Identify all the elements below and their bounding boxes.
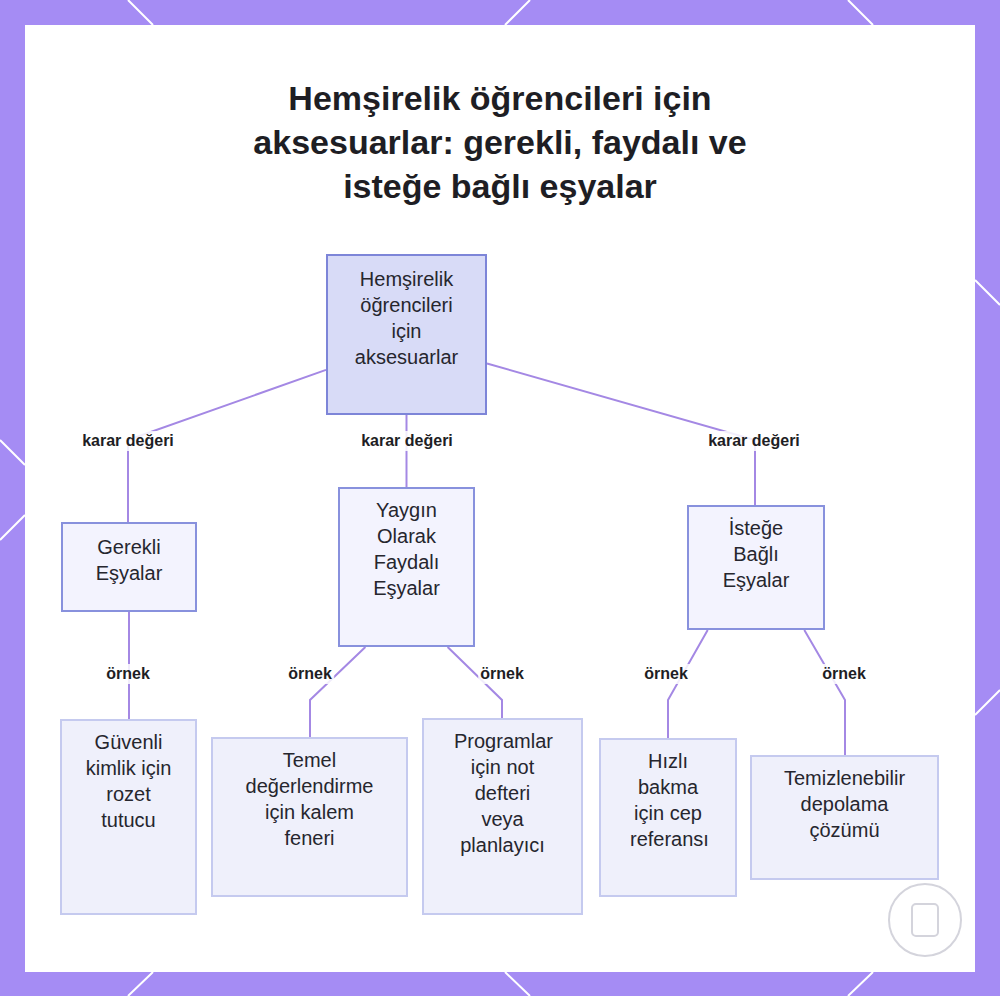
node-label: Hızlı bakma için cep referansı <box>630 748 706 852</box>
connector-line <box>668 630 708 738</box>
icon-ring <box>889 884 961 956</box>
decor-line <box>128 972 873 996</box>
node-label: Yaygın Olarak Faydalı Eşyalar <box>360 497 453 601</box>
connector-line <box>406 415 408 487</box>
edge-label: örnek <box>104 664 152 684</box>
example-box: Temizlenebilir depolama çözümü <box>750 755 939 880</box>
content-area <box>25 25 975 972</box>
corner-icon <box>889 884 961 956</box>
category-box: Gerekli Eşyalar <box>61 522 197 612</box>
node-label: Temizlenebilir depolama çözümü <box>782 765 907 843</box>
category-box: İsteğe Bağlı Eşyalar <box>687 505 825 630</box>
edge-label: karar değeri <box>706 431 802 451</box>
example-box: Temel değerlendirme için kalem feneri <box>211 737 408 897</box>
connector-line <box>804 630 845 755</box>
icon-body <box>912 904 938 936</box>
example-box: Güvenli kimlik için rozet tutucu <box>60 719 197 915</box>
example-box: Hızlı bakma için cep referansı <box>599 738 737 897</box>
node-label: Güvenli kimlik için rozet tutucu <box>80 729 177 833</box>
node-label: Temel değerlendirme için kalem feneri <box>241 747 378 851</box>
edge-label: örnek <box>478 664 526 684</box>
edge-label: örnek <box>820 664 868 684</box>
decor-line <box>128 0 873 25</box>
decor-line <box>0 280 1000 715</box>
root-box: Hemşirelik öğrencileri için aksesuarlar <box>326 254 487 415</box>
edge-label: karar değeri <box>359 431 455 451</box>
connector-line <box>310 647 365 737</box>
diagram-title: Hemşirelik öğrencileri için aksesuarlar:… <box>220 76 780 208</box>
node-label: Hemşirelik öğrencileri için aksesuarlar <box>350 266 463 370</box>
edge-label: karar değeri <box>80 431 176 451</box>
edge-label: örnek <box>642 664 690 684</box>
node-label: Programlar için not defteri veya planlay… <box>454 728 551 858</box>
example-box: Programlar için not defteri veya planlay… <box>422 718 583 915</box>
node-label: İsteğe Bağlı Eşyalar <box>714 515 798 593</box>
edge-label: örnek <box>286 664 334 684</box>
category-box: Yaygın Olarak Faydalı Eşyalar <box>338 487 475 647</box>
node-label: Gerekli Eşyalar <box>78 534 180 586</box>
